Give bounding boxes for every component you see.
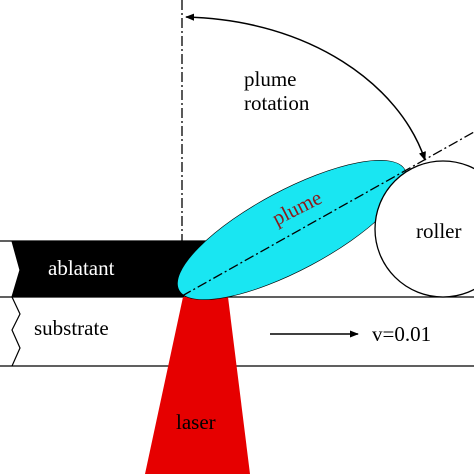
- roller-label: roller: [416, 219, 461, 243]
- rotation-arrow: [185, 13, 426, 161]
- ablatant-label: ablatant: [48, 256, 115, 280]
- velocity-label: v=0.01: [372, 322, 431, 346]
- ablatant-break-mark: [11, 240, 21, 298]
- plume-rotation-label-line1: plume: [244, 67, 297, 91]
- laser-label: laser: [176, 410, 216, 434]
- substrate-break-mark: [11, 296, 21, 367]
- substrate-label: substrate: [34, 316, 109, 340]
- laser-beam: [145, 297, 250, 474]
- roller-circle: [374, 160, 474, 298]
- ablatant-block: [12, 241, 208, 297]
- plume-ellipse: [177, 159, 407, 301]
- plume-rotation-label-line2: rotation: [244, 91, 310, 115]
